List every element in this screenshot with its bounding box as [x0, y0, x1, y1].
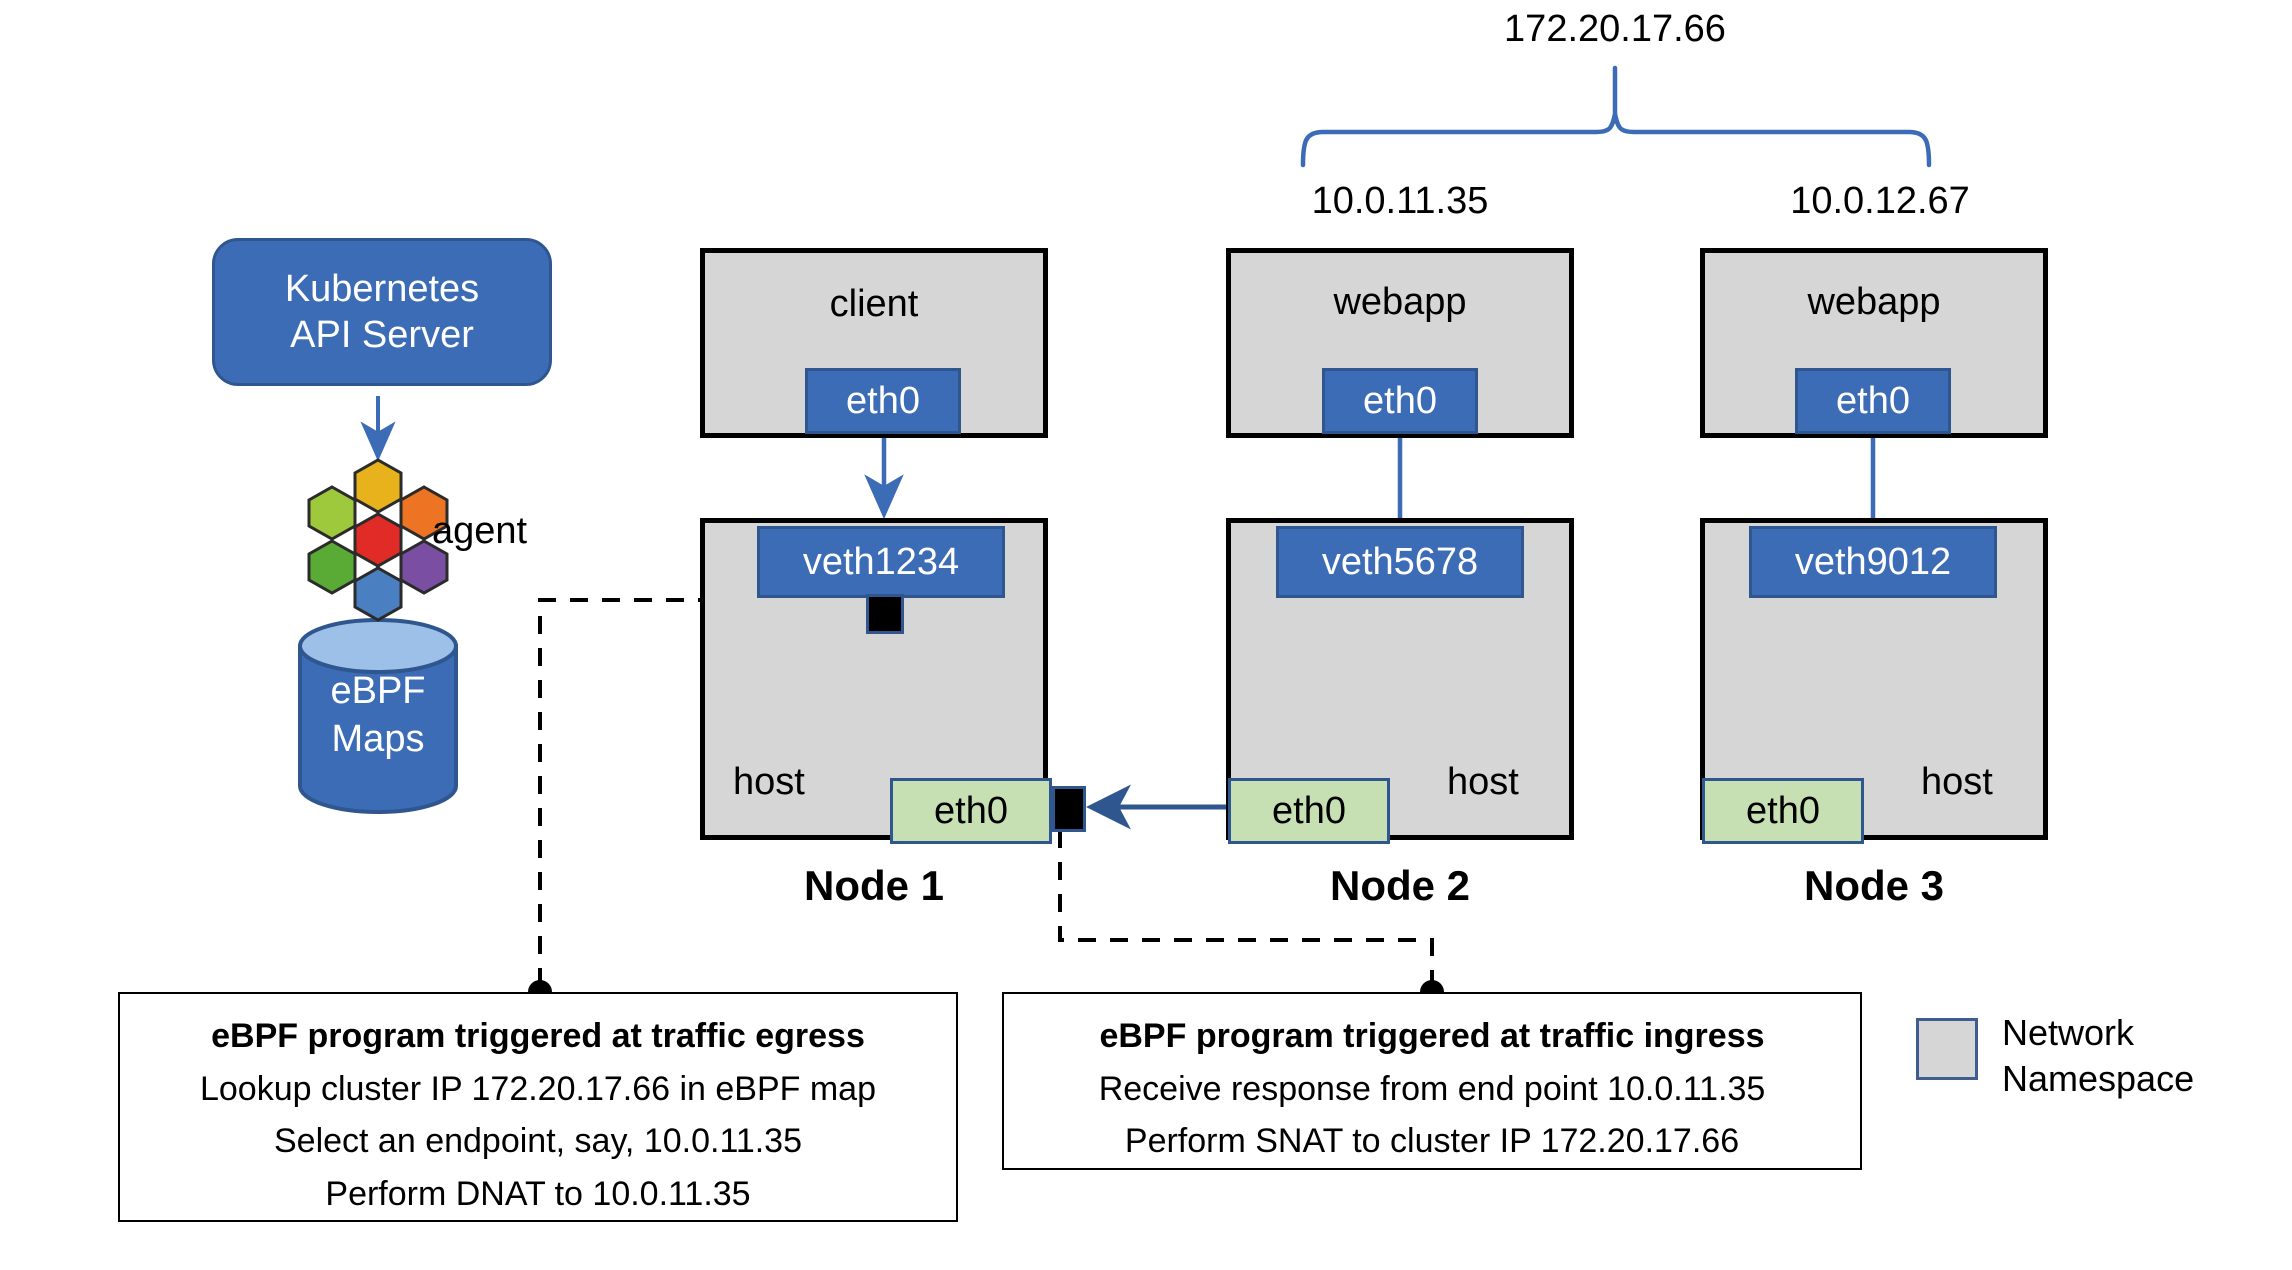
legend-namespace-text: Network Namespace [2002, 1010, 2292, 1102]
node1-egress-hook-icon [866, 594, 904, 634]
egress-callout-heading: eBPF program triggered at traffic egress [211, 1017, 865, 1055]
node1-pod-name: client [829, 283, 919, 325]
egress-callout-box: eBPF program triggered at traffic egress… [118, 992, 958, 1222]
ebpf-maps-label: eBPF Maps [300, 668, 456, 763]
cluster-ip-brace [1300, 65, 1932, 168]
node1-pod-namespace: client [700, 248, 1048, 438]
node3-pod-namespace: webapp [1700, 248, 2048, 438]
ingress-callout-line2: Perform SNAT to cluster IP 172.20.17.66 [1124, 1122, 1740, 1161]
node3-caption: Node 3 [1803, 862, 1945, 909]
egress-callout-line1: Lookup cluster IP 172.20.17.66 in eBPF m… [199, 1069, 877, 1108]
node3-pod-eth0[interactable]: eth0 [1795, 368, 1951, 434]
egress-callout-line2: Select an endpoint, say, 10.0.11.35 [273, 1122, 802, 1161]
ingress-callout-box: eBPF program triggered at traffic ingres… [1002, 992, 1862, 1170]
node2-host-label: host [1447, 761, 1519, 803]
kubernetes-api-server-box[interactable]: Kubernetes API Server [212, 238, 552, 386]
ebpf-maps-line1: eBPF [330, 670, 426, 712]
api-server-title-line2: API Server [290, 314, 474, 356]
node2-caption: Node 2 [1329, 862, 1471, 909]
legend-namespace-swatch [1916, 1018, 1978, 1080]
legend-line1: Network [2002, 1012, 2135, 1053]
ingress-callout-heading: eBPF program triggered at traffic ingres… [1099, 1017, 1765, 1055]
node3-veth[interactable]: veth9012 [1749, 526, 1997, 598]
agent-hexagons-icon [307, 458, 449, 622]
node1-host-label: host [733, 761, 805, 803]
node1-pod-eth0[interactable]: eth0 [805, 368, 961, 434]
endpoint-ip-label-node3: 10.0.12.67 [1790, 180, 1970, 222]
node3-host-label: host [1921, 761, 1993, 803]
node1-ingress-hook-icon [1052, 786, 1086, 832]
node3-pod-name: webapp [1807, 281, 1941, 323]
node2-veth[interactable]: veth5678 [1276, 526, 1524, 598]
endpoint-ip-label-node2: 10.0.11.35 [1311, 180, 1489, 222]
node2-host-eth0[interactable]: eth0 [1228, 778, 1390, 844]
node2-pod-name: webapp [1333, 281, 1467, 323]
node1-caption: Node 1 [803, 862, 945, 909]
agent-label: agent [432, 510, 528, 552]
node1-host-eth0[interactable]: eth0 [890, 778, 1052, 844]
node2-pod-eth0[interactable]: eth0 [1322, 368, 1478, 434]
legend-line2: Namespace [2002, 1058, 2195, 1100]
ebpf-maps-line2: Maps [331, 717, 425, 760]
ingress-callout-line1: Receive response from end point 10.0.11.… [1098, 1069, 1766, 1108]
node3-host-eth0[interactable]: eth0 [1702, 778, 1864, 844]
egress-callout-line3: Perform DNAT to 10.0.11.35 [325, 1175, 751, 1214]
api-server-title-line1: Kubernetes [284, 267, 480, 310]
cluster-ip-label: 172.20.17.66 [1504, 8, 1726, 50]
node1-veth[interactable]: veth1234 [757, 526, 1005, 598]
